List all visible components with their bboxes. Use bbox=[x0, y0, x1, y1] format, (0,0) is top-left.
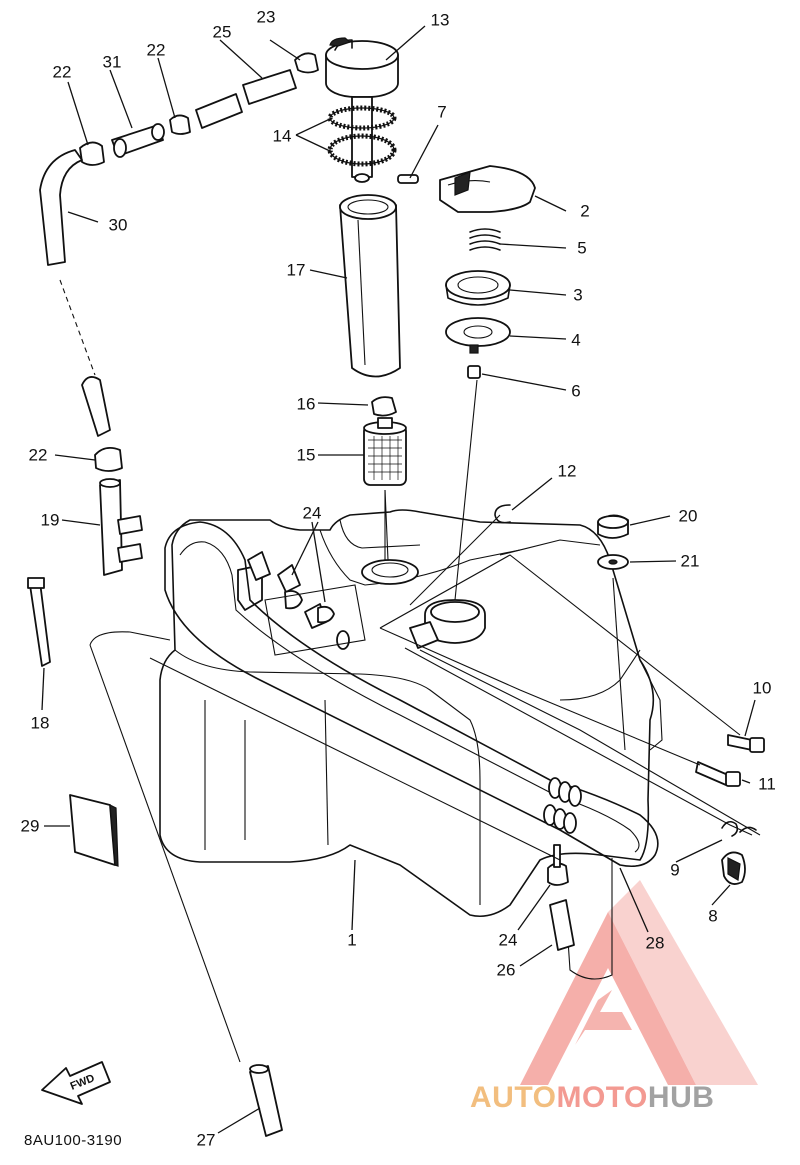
cap-seat bbox=[445, 270, 511, 306]
fuel-filter bbox=[363, 396, 407, 560]
cable-tie-18 bbox=[27, 577, 51, 667]
fwd-arrow-icon: FWD bbox=[41, 1061, 111, 1105]
callout-15: 15 bbox=[296, 445, 316, 465]
callout-16: 16 bbox=[296, 394, 316, 414]
callout-7: 7 bbox=[437, 102, 447, 122]
filler-neck-tube bbox=[339, 194, 401, 378]
fuel-tank bbox=[159, 509, 663, 918]
circlip-12 bbox=[494, 504, 511, 524]
bolt-11 bbox=[695, 761, 741, 787]
fitting-24-lower bbox=[547, 844, 569, 886]
cap-gasket bbox=[445, 317, 511, 354]
callout-5: 5 bbox=[577, 238, 587, 258]
pad-29 bbox=[69, 794, 119, 867]
callout-19: 19 bbox=[40, 510, 60, 530]
callout-11: 11 bbox=[758, 774, 776, 794]
clamp-23 bbox=[294, 52, 319, 74]
cap-pin bbox=[397, 174, 419, 184]
callout-13: 13 bbox=[430, 10, 450, 30]
grommet-8 bbox=[721, 851, 746, 885]
gasket-rings bbox=[327, 105, 397, 167]
clamp-22-left bbox=[79, 141, 105, 166]
watermark-moto: MOTO bbox=[556, 1081, 648, 1114]
watermark-auto: AUTO bbox=[470, 1081, 557, 1114]
callout-26: 26 bbox=[496, 960, 516, 980]
callout-12: 12 bbox=[557, 461, 577, 481]
callout-10: 10 bbox=[752, 678, 772, 698]
callout-18: 18 bbox=[30, 713, 50, 733]
callout-29: 29 bbox=[20, 816, 40, 836]
callout-22-top: 22 bbox=[146, 40, 166, 60]
clamp-22-top bbox=[169, 114, 191, 135]
hose-clamp-coil bbox=[543, 777, 582, 834]
assembly-lines bbox=[89, 379, 761, 1063]
nut-20 bbox=[597, 514, 629, 539]
clamp-22-lower bbox=[94, 446, 123, 472]
callout-3: 3 bbox=[573, 285, 583, 305]
joint-pipe-31 bbox=[111, 123, 165, 158]
callout-28: 28 bbox=[645, 933, 665, 953]
callout-2: 2 bbox=[580, 201, 590, 221]
fuel-gauge-assembly bbox=[325, 37, 399, 183]
callout-23: 23 bbox=[256, 7, 276, 27]
callout-24-lower: 24 bbox=[498, 930, 518, 950]
watermark-hub: HUB bbox=[647, 1081, 715, 1114]
watermark-triangle-logo bbox=[520, 880, 758, 1085]
cap-nut bbox=[467, 365, 481, 379]
callout-6: 6 bbox=[571, 381, 581, 401]
callout-27: 27 bbox=[196, 1130, 216, 1150]
callout-1: 1 bbox=[347, 930, 357, 950]
hose-end-lower bbox=[81, 376, 111, 437]
breather-hose-loop bbox=[164, 521, 659, 980]
hose-30 bbox=[39, 149, 83, 266]
callout-30: 30 bbox=[108, 215, 128, 235]
callout-22-left: 22 bbox=[52, 62, 72, 82]
hose-25 bbox=[195, 69, 297, 129]
watermark-logo-text: AUTOMOTOHUB bbox=[470, 1083, 714, 1113]
joint-19 bbox=[99, 478, 143, 576]
callout-4: 4 bbox=[571, 330, 581, 350]
callout-22-lower: 22 bbox=[28, 445, 48, 465]
washer-21 bbox=[597, 554, 629, 570]
cap-spring bbox=[469, 228, 501, 251]
callout-20: 20 bbox=[678, 506, 698, 526]
hose-26 bbox=[549, 899, 575, 951]
callout-24-top: 24 bbox=[302, 503, 322, 523]
bolt-10 bbox=[727, 734, 765, 753]
leader-lines bbox=[41, 25, 756, 1134]
tank-cover-outline bbox=[89, 631, 171, 646]
callout-14: 14 bbox=[272, 126, 292, 146]
callout-9: 9 bbox=[670, 860, 680, 880]
callout-21: 21 bbox=[680, 551, 700, 571]
hose-route-line bbox=[59, 279, 96, 376]
diagram-code: 8AU100-3190 bbox=[24, 1132, 123, 1149]
callout-31: 31 bbox=[102, 52, 122, 72]
bolt-path-21 bbox=[612, 577, 626, 751]
callout-25: 25 bbox=[212, 22, 232, 42]
callout-17: 17 bbox=[286, 260, 306, 280]
hose-27 bbox=[249, 1064, 283, 1137]
cap-lid bbox=[439, 165, 536, 213]
callout-8: 8 bbox=[708, 906, 718, 926]
